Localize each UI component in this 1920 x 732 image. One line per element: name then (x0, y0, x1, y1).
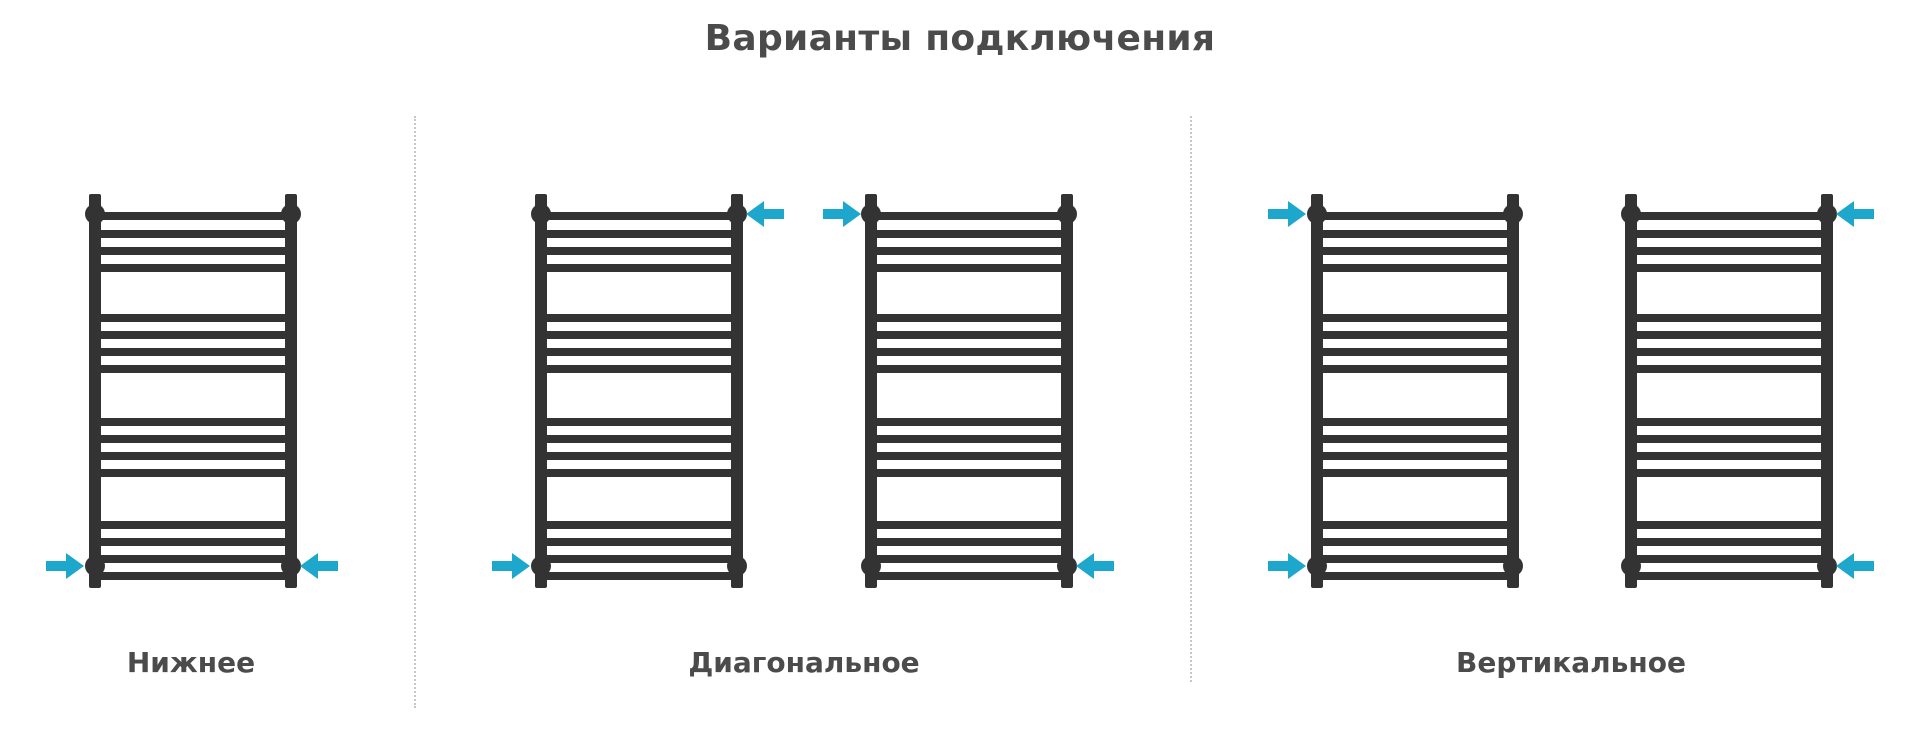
group-divider-2 (1190, 116, 1192, 682)
arrow-diag2-bottom-right (1076, 553, 1114, 579)
radiator-diagonal-1 (531, 194, 747, 588)
arrow-vert1-bottom-left (1268, 553, 1306, 579)
caption-diagonal: Диагональное (688, 646, 920, 679)
arrow-vert1-top-left (1268, 201, 1306, 227)
arrow-diag2-top-left (823, 201, 861, 227)
radiator-diagonal-2 (861, 194, 1077, 588)
radiator-vertical-2 (1621, 194, 1837, 588)
arrow-vert2-top-right (1836, 201, 1874, 227)
group-divider-1 (414, 116, 416, 708)
caption-vertical: Вертикальное (1456, 646, 1686, 679)
arrow-vert2-bottom-right (1836, 553, 1874, 579)
arrow-in-bottom-left (46, 553, 84, 579)
radiator-bottom (85, 194, 301, 588)
page-title: Варианты подключения (704, 18, 1216, 59)
radiator-vertical-1 (1307, 194, 1523, 588)
caption-bottom: Нижнее (126, 646, 256, 679)
arrow-diag1-bottom-left (492, 553, 530, 579)
arrow-diag1-top-right (746, 201, 784, 227)
arrow-in-bottom-right (300, 553, 338, 579)
